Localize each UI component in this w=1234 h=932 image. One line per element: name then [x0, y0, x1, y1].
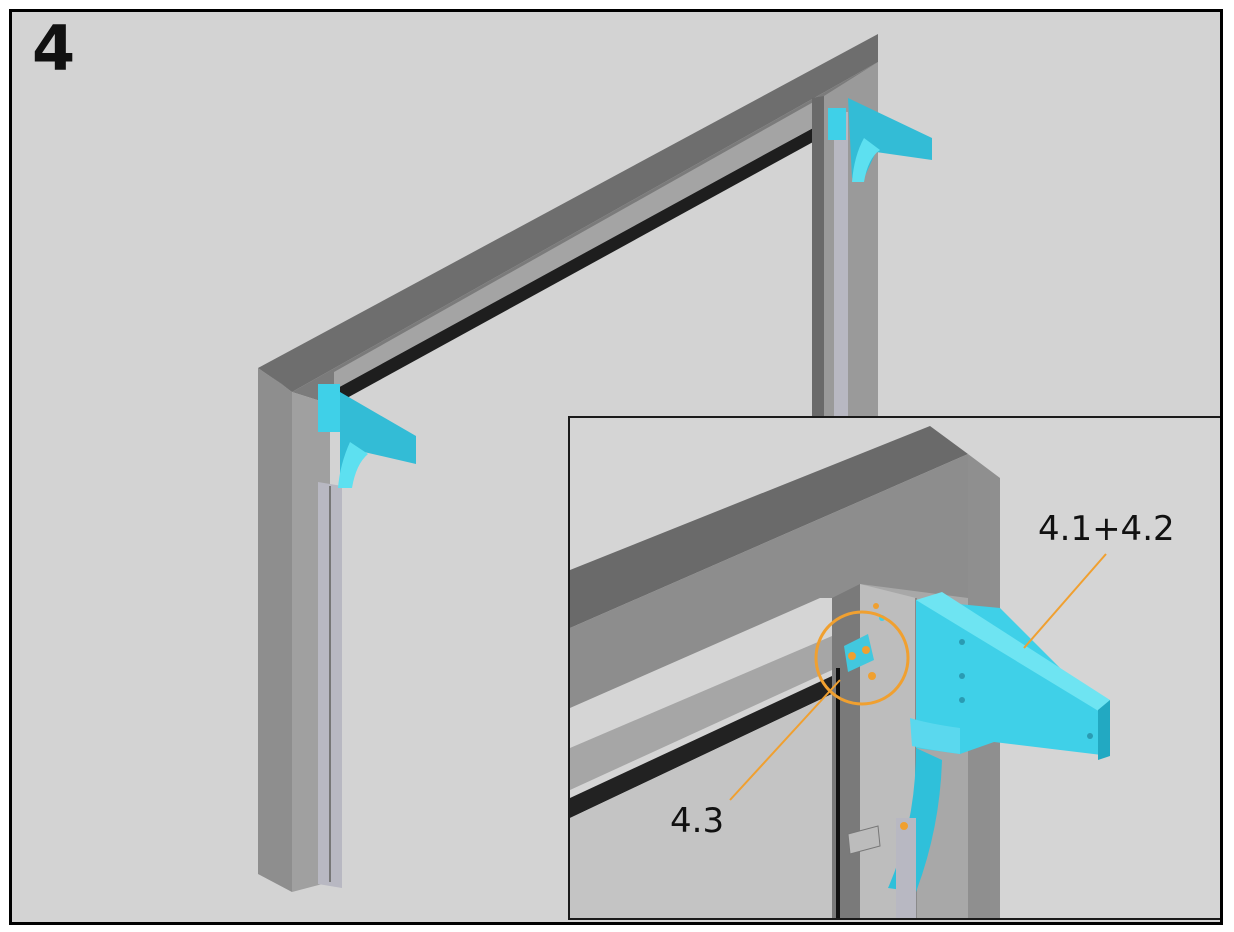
- detail-seal: [570, 676, 832, 818]
- lintel-front: [258, 34, 878, 392]
- right-jamb-inner: [812, 96, 824, 422]
- left-jamb-front: [258, 368, 292, 892]
- detail-illustration: [570, 426, 1110, 918]
- detail-rail: [570, 636, 832, 790]
- right-track: [834, 112, 848, 422]
- left-bracket: [318, 384, 416, 488]
- lintel-seal: [334, 122, 824, 404]
- leader-line-4-3: [729, 679, 841, 801]
- leader-line-4-1: [1023, 553, 1107, 649]
- right-bracket: [828, 98, 932, 182]
- detail-opening: [570, 694, 832, 918]
- door-frame-illustration: [258, 34, 932, 892]
- step-number: 4: [32, 12, 76, 85]
- detail-track-lower: [896, 818, 916, 918]
- detail-lintel-top: [570, 426, 968, 628]
- callout-screw-label: 4.3: [670, 801, 725, 841]
- highlight-circle: [814, 610, 910, 706]
- lintel-rail: [334, 96, 824, 390]
- angle-bracket: [844, 634, 874, 672]
- instruction-frame: 4: [9, 9, 1223, 925]
- lower-clip: [847, 825, 881, 855]
- detail-lintel-front: [570, 454, 968, 708]
- detail-inset: 4.1+4.2 4.3: [568, 416, 1220, 920]
- callout-bracket-label: 4.1+4.2: [1038, 509, 1175, 549]
